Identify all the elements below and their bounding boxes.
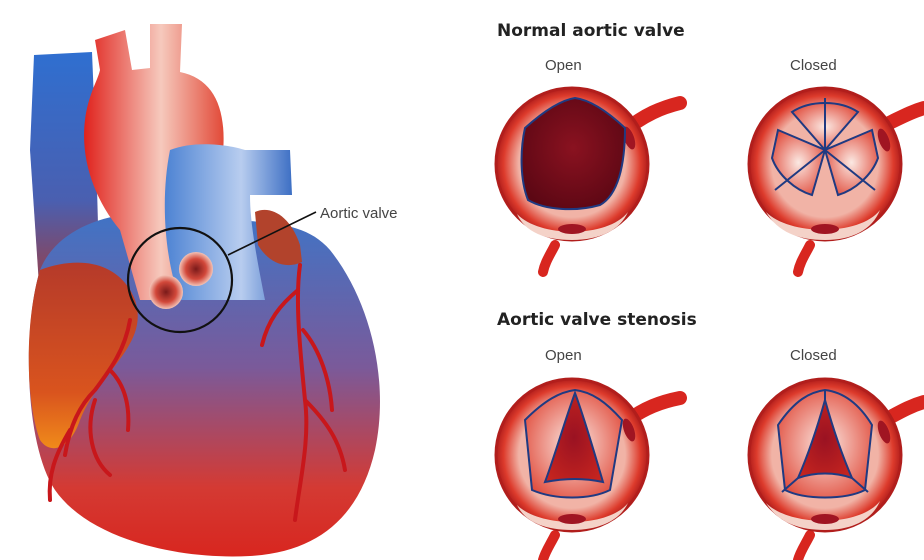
normal-open-label: Open <box>545 57 582 74</box>
stenosis-valve-closed <box>749 379 924 560</box>
stenosis-valve-open <box>496 379 680 560</box>
stenosis-open-label: Open <box>545 347 582 364</box>
valve-opening-upper <box>179 252 213 286</box>
normal-closed-label: Closed <box>790 57 837 74</box>
heart-illustration: Aortic valve <box>29 24 398 556</box>
stenosis-heading: Aortic valve stenosis <box>497 310 697 330</box>
normal-valve-closed <box>749 88 924 272</box>
stenosis-closed-label: Closed <box>790 347 837 364</box>
aortic-valve-label: Aortic valve <box>320 205 398 222</box>
normal-valve-heading: Normal aortic valve <box>497 21 685 41</box>
valve-opening-lower <box>149 275 183 309</box>
normal-valve-open <box>496 88 680 272</box>
